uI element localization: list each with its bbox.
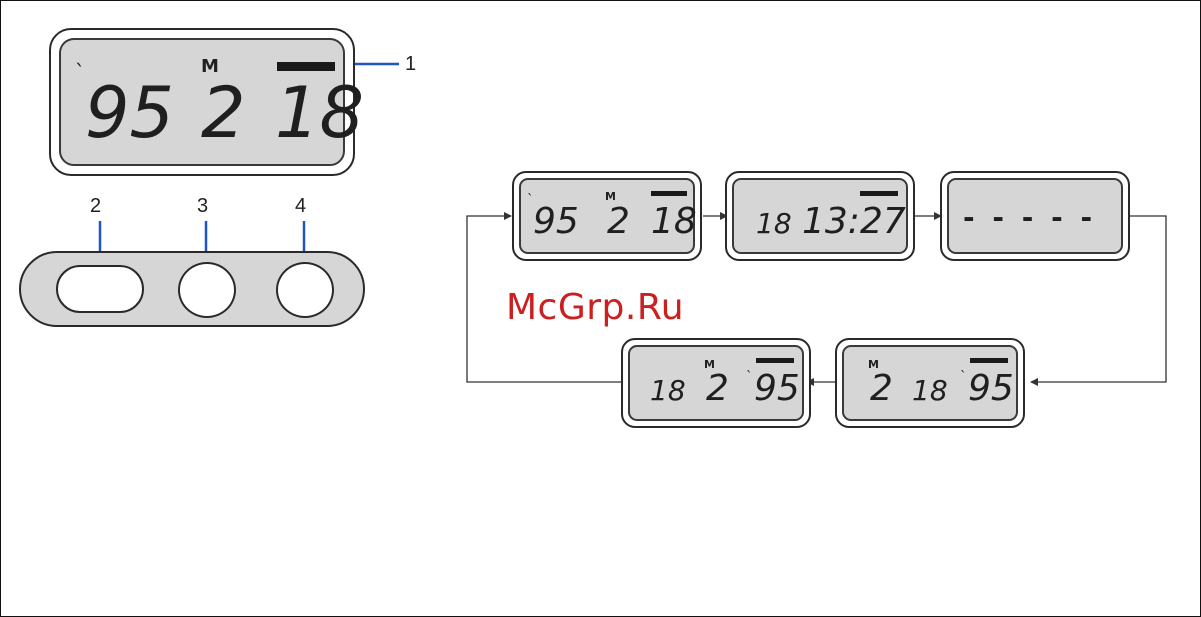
- main-display: ˋ 95 M 2 18: [49, 28, 355, 176]
- main-month: 2: [201, 78, 246, 148]
- step5-year-bar: [756, 358, 794, 363]
- left-oval-button[interactable]: [56, 265, 144, 313]
- watermark: McGrp.Ru: [506, 287, 684, 328]
- main-day-bar: [277, 62, 335, 71]
- step1-year: 95: [533, 204, 579, 240]
- step2-time: 13:27: [802, 204, 906, 240]
- step4-year-apostrophe: ˋ: [960, 371, 967, 384]
- step5-year-apostrophe: ˋ: [746, 371, 753, 384]
- sequence-display-5: 18 M 2 ˋ 95: [621, 338, 811, 428]
- callout-1: 1: [405, 54, 416, 74]
- sequence-display-1: ˋ 95 M 2 18: [512, 171, 702, 261]
- callout-2: 2: [90, 196, 101, 216]
- right-round-button[interactable]: [276, 262, 334, 318]
- button-panel: [19, 251, 365, 327]
- callout-4: 4: [295, 196, 306, 216]
- step4-month: 2: [870, 371, 893, 407]
- sequence-display-4: M 2 18 ˋ 95: [835, 338, 1025, 428]
- step4-year: 95: [968, 371, 1014, 407]
- step5-year: 95: [754, 371, 800, 407]
- main-day: 18: [275, 78, 364, 148]
- step4-year-bar: [970, 358, 1008, 363]
- step1-day-bar: [651, 191, 687, 196]
- step2-time-bar: [860, 191, 898, 196]
- sequence-display-2: 18 13:27: [725, 171, 915, 261]
- callout-3: 3: [197, 196, 208, 216]
- step1-day: 18: [651, 204, 697, 240]
- step5-month: 2: [706, 371, 729, 407]
- step1-month: 2: [607, 204, 630, 240]
- step4-day: 18: [912, 377, 948, 405]
- step2-day: 18: [756, 210, 792, 238]
- step5-day: 18: [650, 377, 686, 405]
- main-year: 95: [85, 78, 174, 148]
- step3-dashes: - - - - -: [963, 204, 1096, 232]
- year-apostrophe: ˋ: [75, 62, 85, 82]
- middle-round-button[interactable]: [178, 262, 236, 318]
- sequence-display-3: - - - - -: [940, 171, 1130, 261]
